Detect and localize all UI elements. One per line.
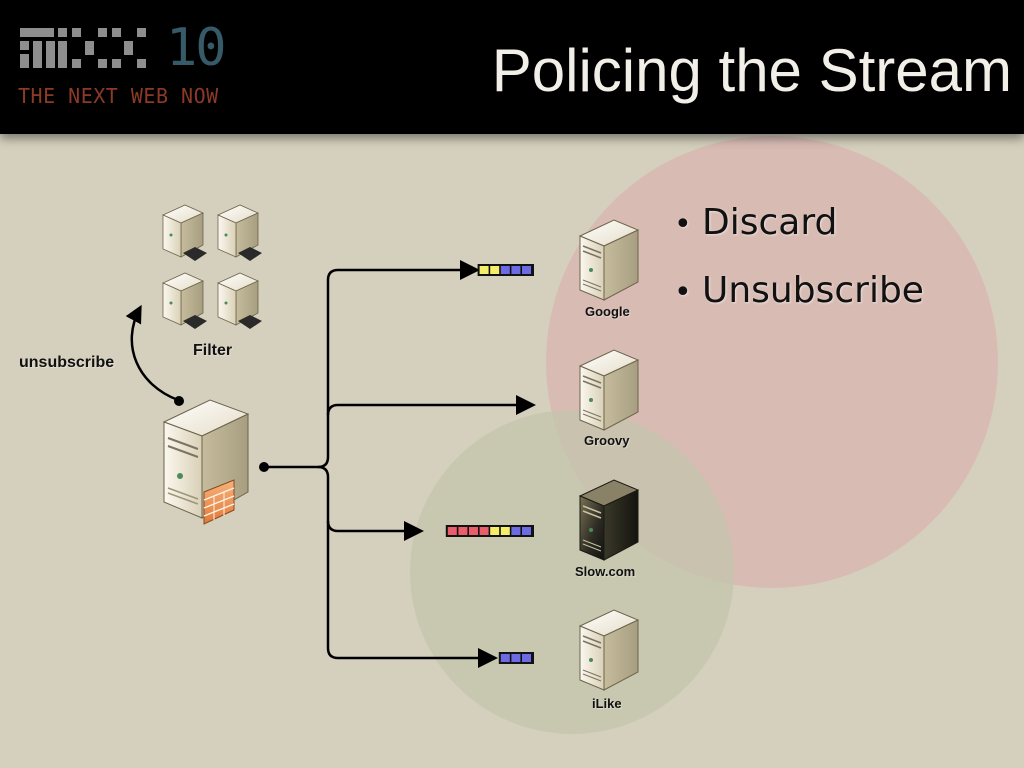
mix10-logo-icon [20, 28, 146, 68]
queue-message [522, 266, 531, 274]
stream-connectors [125, 260, 536, 668]
queue-message [500, 527, 510, 535]
subscriber-server-icon [578, 609, 640, 691]
queue-message [522, 527, 531, 535]
unsubscribe-label: unsubscribe [19, 354, 115, 371]
bullet-text: Unsubscribe [702, 270, 924, 311]
filter-servers [162, 204, 262, 329]
queue-message [490, 266, 500, 274]
subscriber-server-icon [578, 349, 640, 431]
slide-title: Policing the Stream [491, 37, 1012, 104]
bullet-list: • Discard • Unsubscribe [674, 190, 924, 326]
filter-label: Filter [193, 342, 233, 359]
subscriber-label-slow: Slow.com [575, 564, 636, 579]
logo-tagline: THE NEXT WEB NOW [18, 84, 219, 108]
subscriber-label-ilike: iLike [592, 696, 622, 711]
queue-message [511, 654, 521, 662]
slide-header: 10 THE NEXT WEB NOW Policing the Stream [0, 0, 1024, 134]
queue-message [511, 527, 521, 535]
source-server-icon [162, 399, 250, 525]
filter-server-icon [162, 204, 207, 261]
queue-message [447, 527, 457, 535]
subscriber-servers [578, 219, 640, 691]
logo-number: 10 [166, 18, 227, 78]
firewall-icon [203, 479, 235, 525]
filter-server-icon [162, 272, 207, 329]
unsubscribe-dot [174, 396, 184, 406]
bullet-text: Discard [702, 202, 838, 243]
source-dot [259, 462, 269, 472]
queue-message [500, 654, 510, 662]
queue-message [511, 266, 521, 274]
subscriber-server-icon [578, 479, 640, 561]
queue-message [469, 527, 478, 535]
queue-message [522, 654, 531, 662]
queue-message [500, 266, 510, 274]
subscriber-label-groovy: Groovy [584, 433, 630, 448]
filter-server-icon [217, 272, 262, 329]
filter-server-icon [217, 204, 262, 261]
bullet-dot-icon: • [674, 275, 692, 310]
queue-message [490, 527, 500, 535]
queue-message [479, 266, 489, 274]
unsubscribe-circle [410, 410, 734, 734]
message-queues [445, 264, 534, 664]
bullet-dot-icon: • [674, 207, 692, 242]
subscriber-server-icon [578, 219, 640, 301]
queue-message [458, 527, 468, 535]
bullet-unsubscribe: • Unsubscribe [674, 258, 924, 326]
queue-message [479, 527, 489, 535]
bullet-discard: • Discard [674, 190, 924, 258]
subscriber-label-google: Google [585, 304, 630, 319]
